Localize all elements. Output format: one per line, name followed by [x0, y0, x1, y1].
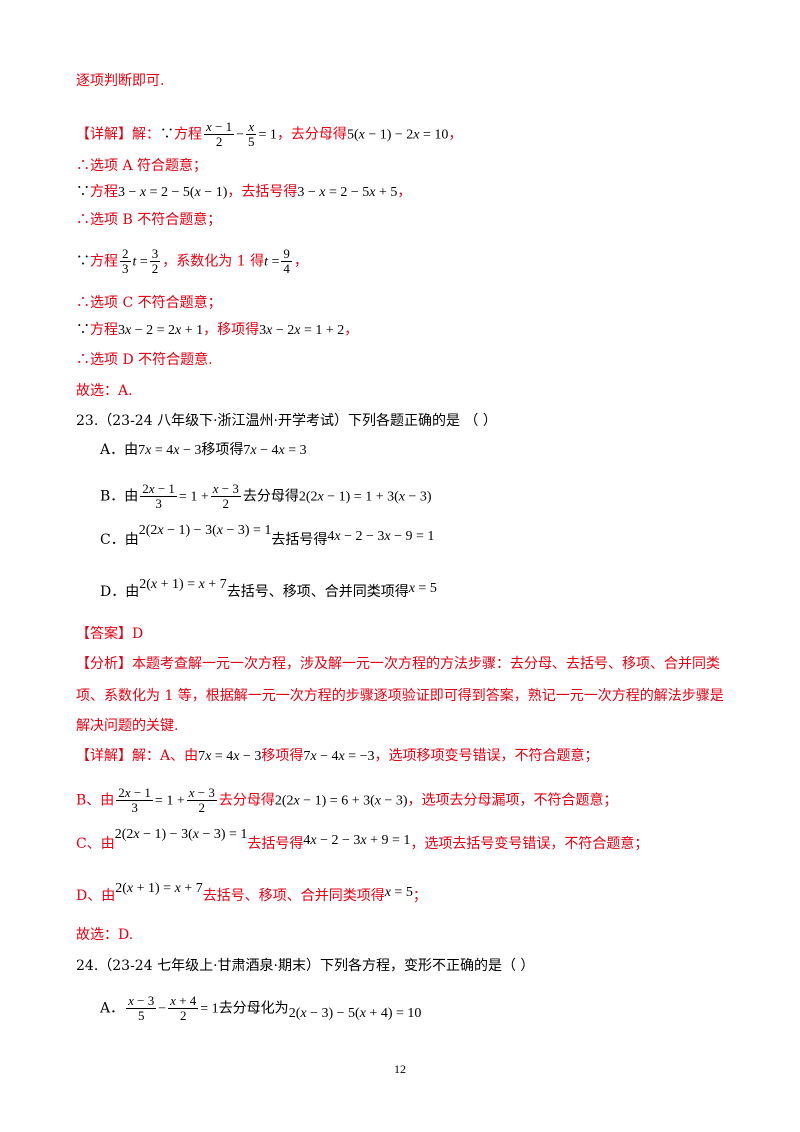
page-number: 12	[394, 1062, 406, 1076]
detail-a: 【详解】解：A、由7x = 4x − 3移项得7x − 4x = −3，选项移项…	[76, 748, 599, 764]
solution-line: ∵方程3x − 2 = 2x + 1，移项得3x − 2x = 1 + 2，	[76, 322, 359, 338]
detail-d: D、由2(x + 1) = x + 7去括号、移项、合并同类项得x = 5；	[76, 881, 427, 904]
option-d: D．由2(x + 1) = x + 7去括号、移项、合并同类项得x = 5	[100, 577, 437, 600]
detail-c: C、由2(2x − 1) − 3(x − 3) = 1去括号得4x − 2 − …	[76, 827, 649, 852]
question-23-stem: 23.（23-24 八年级下·浙江温州·开学考试）下列各题正确的是 （ ）	[76, 413, 497, 429]
option-a: A．由7x = 4x − 3移项得7x − 4x = 3	[100, 442, 307, 458]
text-line: ∴选项 D 不符合题意.	[76, 352, 213, 368]
question-24-stem: 24.（23-24 七年级上·甘肃酒泉·期末）下列各方程，变形不正确的是（ ）	[76, 958, 535, 974]
text-line: ∴选项 B 不符合题意；	[76, 212, 222, 228]
analysis-line-3: 解决问题的关键.	[76, 718, 179, 734]
text-line: ∴选项 A 符合题意；	[76, 158, 208, 174]
analysis-line-2: 项、系数化为 1 等，根据解一元一次方程的步骤逐项验证即可得到答案，熟记一元一次…	[76, 688, 724, 704]
analysis-line-1: 【分析】本题考查解一元一次方程，涉及解一元一次方程的方法步骤：去分母、去括号、移…	[76, 656, 720, 672]
text-line: 逐项判断即可.	[76, 73, 165, 89]
text-line: 故选：D.	[76, 927, 134, 943]
text-line: ∴选项 C 不符合题意；	[76, 295, 222, 311]
answer-line: 【答案】D	[76, 626, 144, 642]
text-line: 故选：A.	[76, 383, 133, 399]
option-c: C．由2(2x − 1) − 3(x − 3) = 1去括号得4x − 2 − …	[100, 523, 435, 548]
solution-line: ∵方程3 − x = 2 − 5(x − 1)，去括号得3 − x = 2 − …	[76, 184, 412, 200]
